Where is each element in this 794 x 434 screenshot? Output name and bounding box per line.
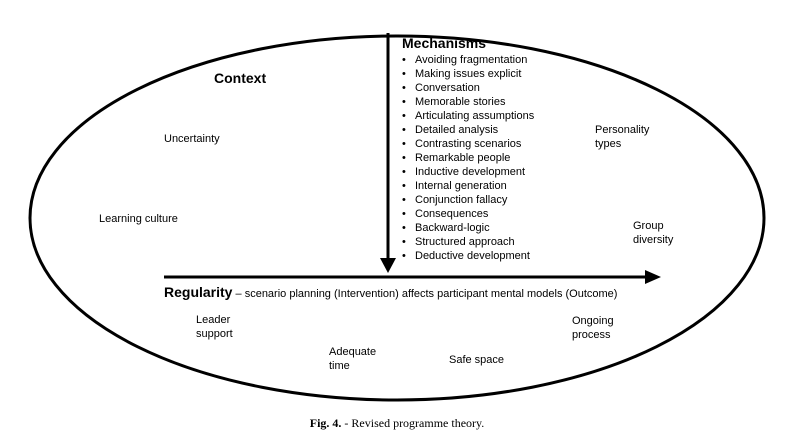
factor-line: time	[329, 360, 350, 372]
mechanism-item: • Internal generation	[402, 179, 534, 193]
bullet-icon: •	[402, 124, 406, 136]
factor-line: diversity	[633, 234, 674, 246]
mechanism-label: Conversation	[415, 82, 480, 94]
bullet-icon: •	[402, 82, 406, 94]
mechanism-item: • Remarkable people	[402, 151, 534, 165]
mechanism-label: Structured approach	[415, 236, 515, 248]
mechanism-label: Conjunction fallacy	[415, 194, 508, 206]
regularity-arrowhead	[645, 270, 661, 284]
context-factor-learning-culture: Learning culture	[99, 213, 178, 225]
bullet-icon: •	[402, 208, 406, 220]
mechanism-label: Making issues explicit	[415, 68, 522, 80]
regularity-text: – scenario planning (Intervention) affec…	[232, 288, 618, 300]
mechanism-label: Memorable stories	[415, 96, 506, 108]
factor-line: process	[572, 329, 611, 341]
factor-line: Leader	[196, 314, 231, 326]
bullet-icon: •	[402, 96, 406, 108]
mechanisms-arrowhead	[380, 258, 396, 273]
bullet-icon: •	[402, 138, 406, 150]
bullet-icon: •	[402, 180, 406, 192]
mechanisms-title: Mechanisms	[402, 35, 487, 51]
context-factor-leader-support: Leader support	[196, 313, 233, 341]
mechanism-item: • Detailed analysis	[402, 123, 534, 137]
factor-line: types	[595, 138, 622, 150]
mechanism-item: • Deductive development	[402, 249, 534, 263]
context-factor-personality-types: Personality types	[595, 123, 649, 151]
factor-line: support	[196, 328, 233, 340]
bullet-icon: •	[402, 68, 406, 80]
mechanisms-list: • Avoiding fragmentation • Making issues ex…	[402, 53, 534, 263]
mechanism-label: Remarkable people	[415, 152, 511, 164]
bullet-icon: •	[402, 222, 406, 234]
context-factor-uncertainty: Uncertainty	[164, 133, 220, 145]
mechanism-item: • Structured approach	[402, 235, 534, 249]
bullet-icon: •	[402, 152, 406, 164]
figure-caption: Fig. 4. - Revised programme theory.	[0, 416, 794, 430]
mechanism-label: Avoiding fragmentation	[415, 54, 528, 66]
context-factor-ongoing-process: Ongoing process	[572, 314, 614, 342]
mechanism-label: Internal generation	[415, 180, 507, 192]
mechanism-label: Inductive development	[415, 166, 526, 178]
regularity-title: Regularity	[164, 284, 233, 300]
mechanism-item: • Inductive development	[402, 165, 534, 179]
context-ellipse	[28, 34, 766, 402]
regularity-statement: Regularity – scenario planning (Interven…	[164, 284, 617, 302]
mechanism-item: • Consequences	[402, 207, 534, 221]
mechanism-label: Consequences	[415, 208, 489, 220]
mechanism-label: Articulating assumptions	[415, 110, 535, 122]
factor-line: Ongoing	[572, 315, 614, 327]
context-factor-adequate-time: Adequate time	[329, 345, 376, 373]
mechanism-item: • Backward-logic	[402, 221, 534, 235]
mechanism-label: Deductive development	[415, 250, 530, 262]
mechanism-item: • Making issues explicit	[402, 67, 534, 81]
mechanism-item: • Avoiding fragmentation	[402, 53, 534, 67]
mechanism-label: Contrasting scenarios	[415, 138, 522, 150]
mechanism-label: Backward-logic	[415, 222, 490, 234]
factor-line: Adequate	[329, 346, 377, 358]
caption-text: - Revised programme theory.	[341, 416, 485, 430]
mechanism-item: • Conjunction fallacy	[402, 193, 534, 207]
diagram-graphic	[28, 33, 766, 402]
mechanism-item: • Conversation	[402, 81, 534, 95]
factor-line: Personality	[595, 124, 650, 136]
caption-label: Fig. 4.	[309, 416, 342, 430]
bullet-icon: •	[402, 250, 406, 262]
context-factor-safe-space: Safe space	[449, 354, 505, 366]
context-factor-group-diversity: Group diversity	[633, 219, 673, 247]
bullet-icon: •	[402, 194, 406, 206]
mechanism-item: • Contrasting scenarios	[402, 137, 534, 151]
factor-line: Group	[633, 220, 664, 232]
bullet-icon: •	[402, 236, 406, 248]
context-title: Context	[214, 70, 267, 86]
mechanism-item: • Articulating assumptions	[402, 109, 534, 123]
mechanism-item: • Memorable stories	[402, 95, 534, 109]
bullet-icon: •	[402, 54, 406, 66]
mechanism-label: Detailed analysis	[415, 124, 499, 136]
bullet-icon: •	[402, 110, 406, 122]
bullet-icon: •	[402, 166, 406, 178]
